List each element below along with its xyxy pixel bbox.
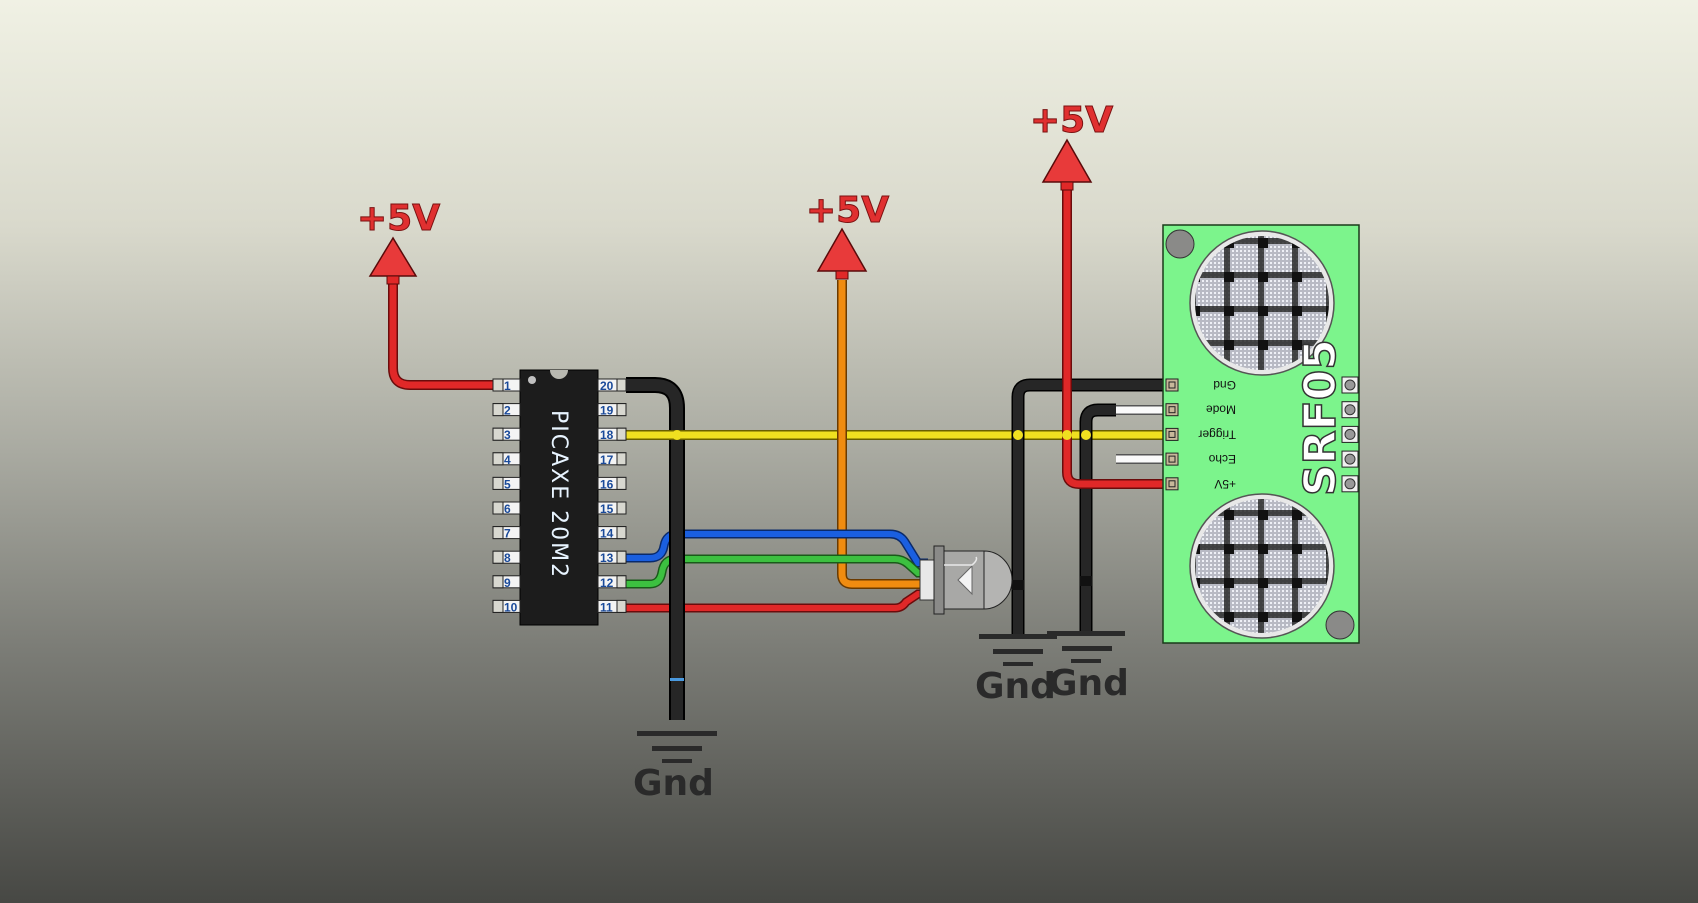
chip-pin: 7 <box>492 526 521 541</box>
sensor-pin-label: Trigger <box>1198 427 1236 441</box>
wire-sensor-gnd <box>1011 378 1163 636</box>
chip-pin: 9 <box>492 575 521 590</box>
wire-5v-to-led-common <box>837 280 928 589</box>
pin-number: 19 <box>600 404 614 418</box>
pin-number: 13 <box>600 551 614 565</box>
pin-number: 10 <box>504 600 518 614</box>
wire-5v-to-sensor <box>1062 188 1163 489</box>
chip-pin: 3 <box>492 427 521 442</box>
chip-pin: 8 <box>492 550 521 565</box>
sensor-pin-label: Mode <box>1206 403 1236 417</box>
ground-label: Gnd <box>633 763 714 804</box>
pin-number: 11 <box>600 600 613 614</box>
pin-number: 5 <box>504 477 511 491</box>
power-label: +5V <box>357 198 440 239</box>
ground-symbol-2: Gnd <box>975 634 1057 707</box>
power-symbol-1: +5V <box>357 198 441 285</box>
chip-pin: 5 <box>492 476 521 491</box>
header-hole <box>1341 401 1359 419</box>
wire-pin20-to-gnd <box>626 377 685 720</box>
transducer-top <box>1195 236 1329 370</box>
sensor-pin: +5V <box>1165 477 1236 491</box>
chip-pin: 17 <box>597 452 627 467</box>
power-label: +5V <box>806 190 889 231</box>
chip-pin: 20 <box>597 378 627 393</box>
pin-number: 12 <box>600 576 614 590</box>
pin-number: 14 <box>600 527 614 541</box>
pin-number: 6 <box>504 502 511 516</box>
transducer-bottom <box>1195 499 1329 633</box>
pin-number: 17 <box>600 453 614 467</box>
sensor-pin-label: Gnd <box>1213 378 1236 392</box>
header-hole <box>1341 450 1359 468</box>
header-hole <box>1341 425 1359 443</box>
pin-number: 16 <box>600 477 614 491</box>
power-symbol-2: +5V <box>806 190 890 280</box>
sensor-pin-label: +5V <box>1214 477 1236 491</box>
chip-pin: 13 <box>597 550 627 565</box>
chip-pin: 19 <box>597 403 627 418</box>
ground-label: Gnd <box>975 666 1056 707</box>
ground-symbol-3: Gnd <box>1047 631 1129 704</box>
pin-number: 15 <box>600 502 614 516</box>
wire-sensor-mode-gnd <box>1079 403 1116 632</box>
chip-pin: 2 <box>492 403 521 418</box>
sensor-pin-label: Echo <box>1208 452 1236 466</box>
pin-number: 1 <box>504 379 511 393</box>
wire-pin11-to-led-red <box>626 589 928 613</box>
wire-5v-to-pin1 <box>388 280 495 390</box>
sensor-pin: Gnd <box>1165 378 1236 392</box>
rgb-led <box>919 545 1013 615</box>
chip-pin: 14 <box>597 526 627 541</box>
chip-pin: 12 <box>597 575 627 590</box>
chip-left-pins: 1 2 3 4 5 6 7 8 9 10 <box>492 378 521 614</box>
wire-pin12-to-led-green <box>626 554 928 589</box>
chip-label: PICAXE 20M2 <box>546 410 571 579</box>
sensor-label: SRF05 <box>1295 339 1346 496</box>
chip-pin: 15 <box>597 501 627 516</box>
sensor-pin: Mode <box>1165 403 1236 417</box>
pin-number: 3 <box>504 428 511 442</box>
sensor-pin: Trigger <box>1165 427 1236 441</box>
chip-pin: 18 <box>597 427 627 442</box>
ground-label: Gnd <box>1048 663 1129 704</box>
header-hole <box>1341 376 1359 394</box>
chip-pin: 6 <box>492 501 521 516</box>
sensor-header-holes <box>1341 376 1359 493</box>
chip-pin: 1 <box>492 378 521 393</box>
chip-pin: 11 <box>597 599 627 614</box>
power-label: +5V <box>1030 100 1113 141</box>
ground-symbol-1: Gnd <box>633 731 717 804</box>
pin-number: 2 <box>504 404 511 418</box>
power-symbol-3: +5V <box>1030 100 1114 191</box>
pin-number: 8 <box>504 551 511 565</box>
pin-number: 7 <box>504 527 511 541</box>
pin-number: 18 <box>600 428 614 442</box>
wire-stubs-white <box>1116 405 1163 464</box>
chip-pin: 4 <box>492 452 521 467</box>
header-hole <box>1341 475 1359 493</box>
chip-pin: 10 <box>492 599 521 614</box>
sensor-pin: Echo <box>1165 452 1236 466</box>
pin-number: 20 <box>600 379 614 393</box>
pin-number: 4 <box>504 453 511 467</box>
chip-pin: 16 <box>597 476 627 491</box>
chip-right-pins: 20 19 18 17 16 15 14 13 12 11 <box>597 378 627 614</box>
pin-number: 9 <box>504 576 511 590</box>
